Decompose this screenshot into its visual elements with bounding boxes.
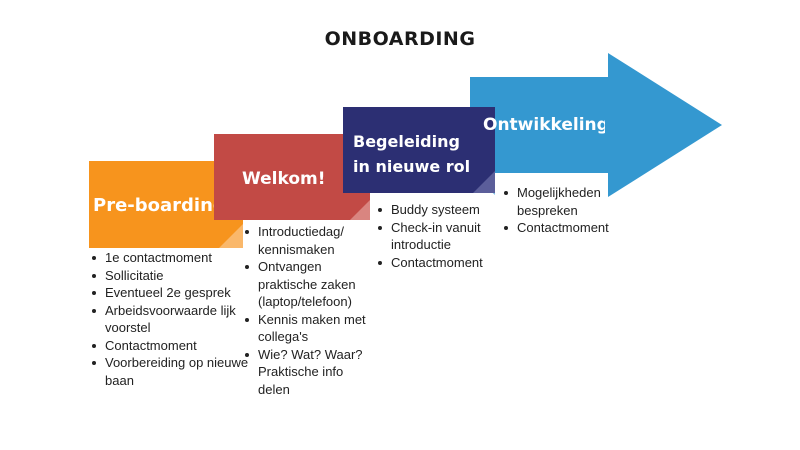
stage-begeleiding-box: Begeleiding in nieuwe rol (343, 107, 495, 193)
stage-begeleiding-label-line1: Begeleiding (353, 132, 460, 151)
diagram-title: ONBOARDING (324, 28, 476, 50)
list-item: Contactmoment (376, 254, 501, 272)
list-item: 1e contactmoment (90, 249, 250, 267)
list-item: Wie? Wat? Waar? Praktische info delen (243, 346, 368, 399)
list-item: Contactmoment (90, 337, 250, 355)
fold-corner (473, 171, 495, 193)
list-item: Mogelijkheden bespreken (502, 184, 612, 219)
list-item: Arbeidsvoorwaarde lijk voorstel (90, 302, 250, 337)
stage-preboarding-label: Pre-boarding (93, 195, 226, 216)
list-item: Contactmoment (502, 219, 612, 237)
fold-corner (219, 224, 243, 248)
list-item: Buddy systeem (376, 201, 501, 219)
stage-begeleiding-label-line2: in nieuwe rol (353, 157, 471, 176)
begeleiding-list: Buddy systeem Check-in vanuit introducti… (376, 201, 501, 271)
list-item: Ontvangen praktische zaken (laptop/telef… (243, 258, 368, 311)
ontwikkeling-list: Mogelijkheden bespreken Contactmoment (502, 184, 612, 237)
arrow-shape (470, 53, 722, 197)
list-item: Eventueel 2e gesprek (90, 284, 250, 302)
fold-corner (350, 200, 370, 220)
stage-preboarding-box: Pre-boarding (89, 161, 243, 248)
welkom-list: Introductiedag/ kennismaken Ontvangen pr… (243, 223, 368, 398)
stage-ontwikkeling-label: Ontwikkeling (483, 115, 605, 135)
stage-welkom-label: Welkom! (242, 169, 326, 189)
list-item: Check-in vanuit introductie (376, 219, 501, 254)
list-item: Introductiedag/ kennismaken (243, 223, 368, 258)
stage-begeleiding-label: Begeleiding in nieuwe rol (353, 129, 470, 179)
list-item: Voorbereiding op nieuwe baan (90, 354, 250, 389)
list-item: Kennis maken met collega's (243, 311, 368, 346)
preboarding-list: 1e contactmoment Sollicitatie Eventueel … (90, 249, 250, 389)
list-item: Sollicitatie (90, 267, 250, 285)
